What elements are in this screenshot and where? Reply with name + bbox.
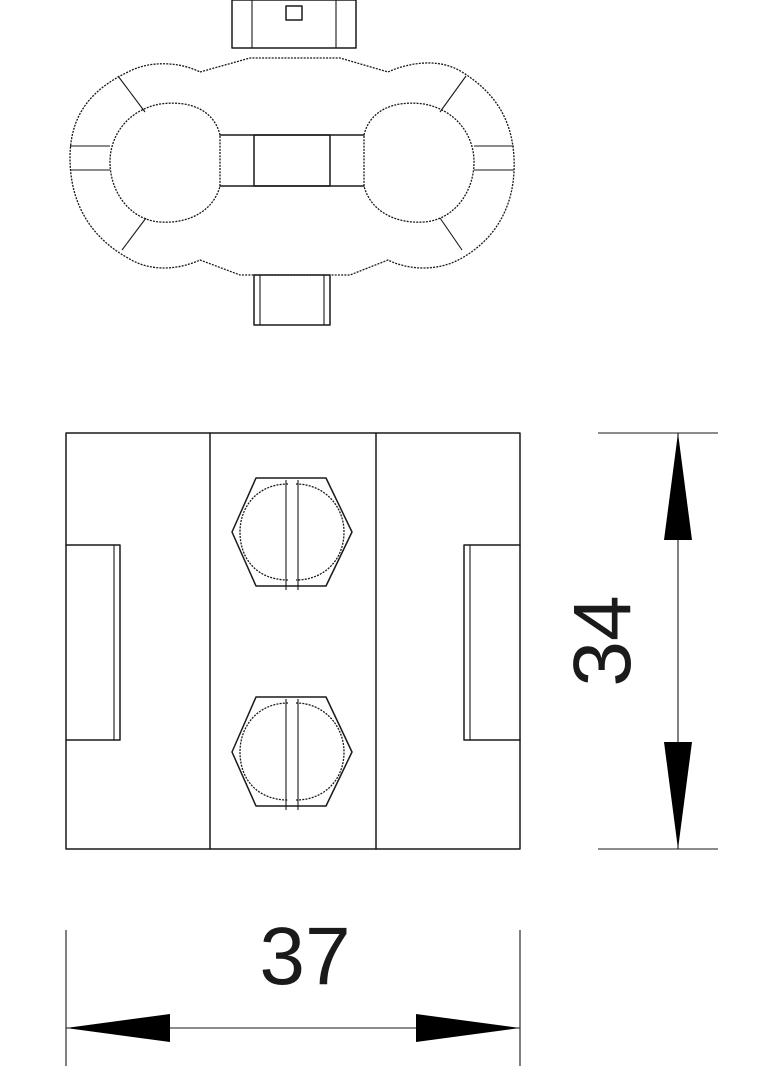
left-slot — [65, 544, 121, 741]
upper-hex-screw — [231, 477, 353, 590]
height-dimension-label: 34 — [557, 595, 648, 686]
front-view — [65, 432, 521, 850]
clamp-front-outline — [65, 432, 521, 850]
center-web — [253, 134, 331, 187]
clamp-outer-body — [69, 57, 515, 276]
height-arrow-top — [664, 433, 692, 540]
lower-hex-screw — [231, 696, 353, 810]
right-cable-bore — [363, 102, 475, 223]
top-screw-head — [231, 0, 357, 49]
bottom-thread-stub — [253, 274, 331, 326]
left-cable-bore — [109, 102, 221, 223]
height-arrow-bottom — [664, 742, 692, 849]
top-view — [69, 0, 515, 326]
height-dimension: 34 — [557, 432, 718, 850]
width-dimension: 37 — [65, 911, 521, 1066]
width-arrow-right — [416, 1014, 520, 1042]
width-arrow-left — [66, 1014, 170, 1042]
width-dimension-label: 37 — [259, 911, 350, 1002]
right-slot — [463, 544, 521, 741]
